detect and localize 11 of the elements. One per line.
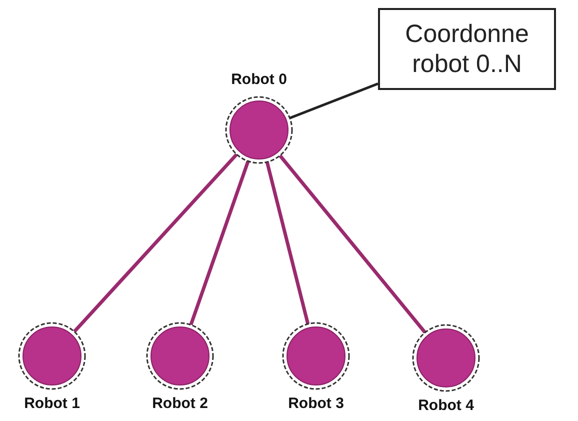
callout-box: Coordonne robot 0..N [378, 8, 556, 90]
connector-line [265, 162, 310, 324]
node-label: Robot 3 [288, 395, 344, 412]
connector-line [73, 153, 238, 333]
node-label: Robot 0 [231, 71, 287, 88]
connector-line [189, 160, 250, 326]
node-label: Robot 1 [24, 395, 80, 412]
node-label: Robot 2 [152, 395, 208, 412]
connector-line [278, 154, 426, 334]
leader-line [289, 82, 378, 120]
node-label: Robot 4 [418, 397, 474, 414]
